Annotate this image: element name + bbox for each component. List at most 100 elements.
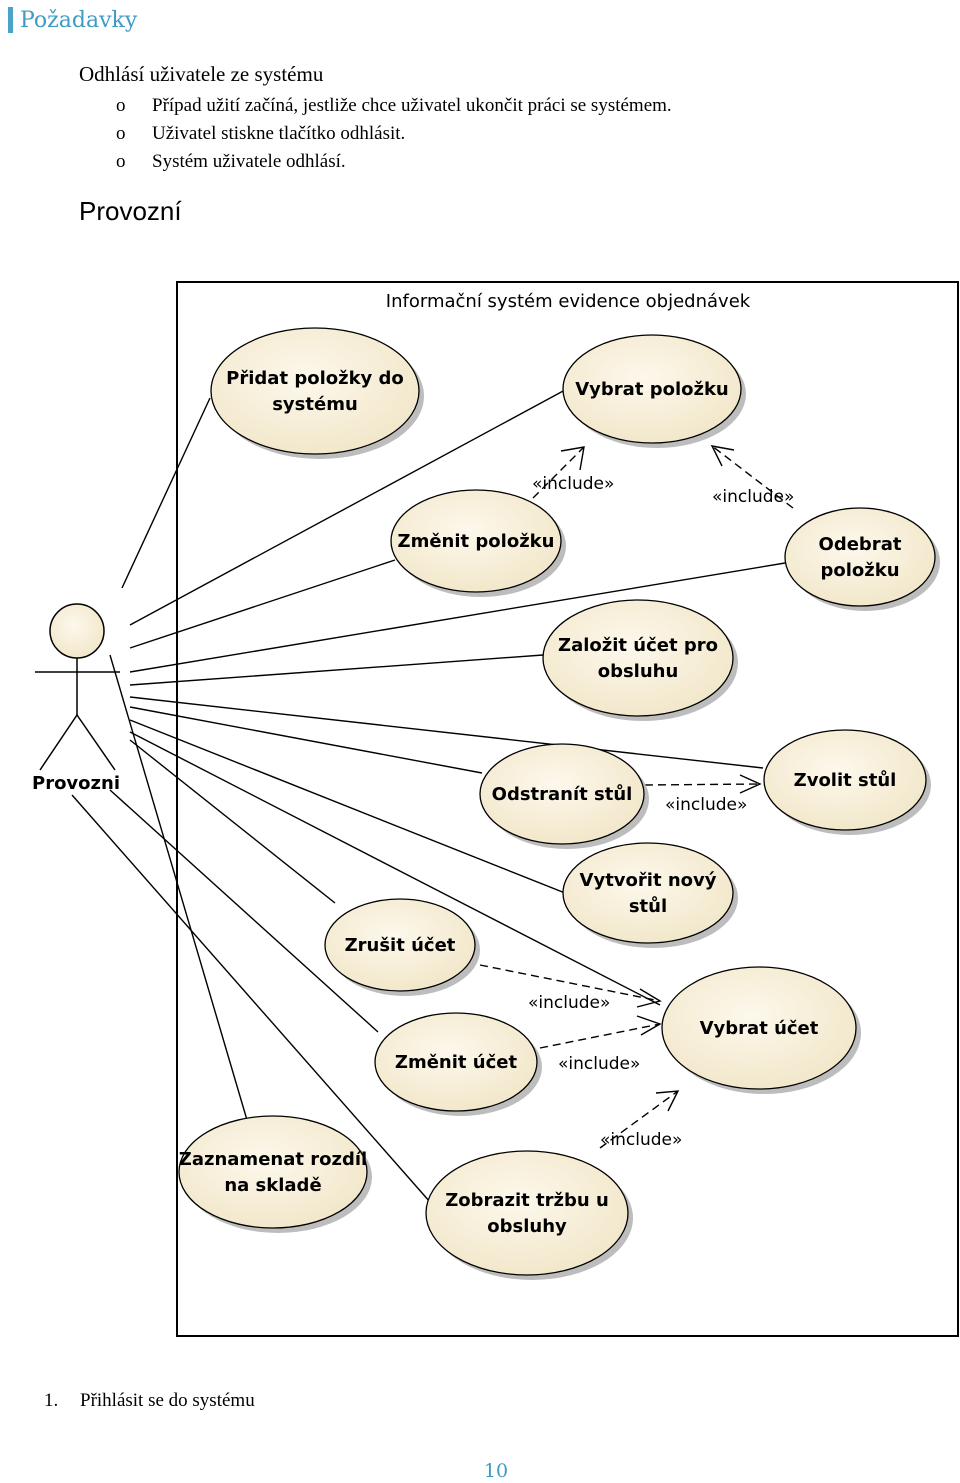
arrowhead bbox=[739, 774, 762, 794]
association-line bbox=[129, 706, 483, 774]
list-item: o Uživatel stiskne tlačítko odhlásit. bbox=[116, 121, 672, 149]
association-line bbox=[129, 739, 336, 904]
actor-name: Provozni bbox=[32, 773, 120, 794]
use-case-ellipse bbox=[425, 1150, 629, 1276]
numbered-item: 1. Přihlásit se do systému bbox=[44, 1390, 255, 1412]
page-number: 10 bbox=[483, 1460, 509, 1482]
use-case-ellipse bbox=[784, 507, 936, 607]
association-line bbox=[129, 389, 566, 626]
association-line bbox=[129, 719, 566, 894]
use-case-ellipse bbox=[479, 743, 645, 845]
section-title: Odhlásí uživatele ze systému bbox=[79, 62, 324, 86]
use-case-label: na skladě bbox=[224, 1175, 321, 1196]
association-line bbox=[109, 789, 379, 1033]
association-line bbox=[71, 794, 431, 1203]
association-line bbox=[109, 654, 248, 1121]
use-case-label: Zvolit stůl bbox=[794, 769, 897, 791]
use-case-vybrat-ucet: Vybrat účet bbox=[661, 966, 861, 1094]
use-case-zmenit-ucet: Změnit účet bbox=[374, 1012, 542, 1116]
bullet-marker: o bbox=[116, 151, 126, 172]
use-case-label: Odebrat bbox=[819, 534, 902, 555]
use-case-ellipse bbox=[661, 966, 857, 1090]
use-case-ellipse bbox=[178, 1115, 368, 1229]
include-label: «include» bbox=[532, 474, 614, 494]
item-text: Přihlásit se do systému bbox=[80, 1390, 255, 1411]
use-case-zvolit-stul: Zvolit stůl bbox=[763, 729, 931, 835]
actor-figure bbox=[35, 603, 120, 771]
use-case-ellipse bbox=[374, 1012, 538, 1112]
use-case-label: systému bbox=[272, 394, 358, 415]
use-case-label: stůl bbox=[629, 895, 667, 917]
arrowhead bbox=[710, 445, 735, 467]
use-case-label: Zrušit účet bbox=[345, 935, 456, 956]
use-case-label: Zobrazit tržbu u bbox=[445, 1190, 609, 1211]
bullet-text: Systém uživatele odhlásí. bbox=[152, 151, 346, 172]
use-case-ellipse bbox=[390, 489, 562, 593]
actor-leg-right bbox=[76, 714, 116, 771]
arrowhead bbox=[636, 988, 662, 1008]
use-case-ellipse bbox=[542, 599, 734, 717]
use-case-vytvorit-stul: Vytvořit nový stůl bbox=[562, 842, 738, 948]
use-case-ellipse bbox=[562, 334, 742, 444]
association-line bbox=[129, 696, 764, 769]
use-case-vybrat-polozku: Vybrat položku bbox=[562, 334, 746, 448]
use-case-label: Odstranít stůl bbox=[492, 783, 633, 805]
system-title: Informační systém evidence objednávek bbox=[386, 291, 751, 312]
use-cases: Přidat položky do systému Vybrat položkuZm… bbox=[178, 327, 940, 1280]
use-case-label: Založit účet pro bbox=[558, 635, 718, 656]
use-case-label: obsluhy bbox=[487, 1216, 567, 1237]
use-case-zmenit-polozku: Změnit položku bbox=[390, 489, 566, 597]
use-case-label: Zaznamenat rozdíl bbox=[179, 1149, 367, 1170]
page-header: Požadavky bbox=[8, 6, 137, 34]
bullet-marker: o bbox=[116, 123, 126, 144]
item-number: 1. bbox=[44, 1390, 59, 1411]
actor-leg-left bbox=[39, 714, 78, 771]
list-item: o Případ užití začíná, jestliže chce uživ… bbox=[116, 93, 672, 121]
use-case-label: obsluhu bbox=[598, 661, 679, 682]
use-case-ellipse bbox=[210, 327, 420, 455]
use-case-ellipse bbox=[562, 842, 734, 944]
include-line bbox=[599, 1090, 679, 1149]
include-label: «include» bbox=[665, 795, 747, 815]
subheading: Provozní bbox=[79, 196, 182, 226]
association-line bbox=[129, 562, 786, 673]
use-case-ellipse bbox=[763, 729, 927, 831]
arrowhead bbox=[655, 1090, 680, 1112]
include-line bbox=[539, 1023, 661, 1049]
arrowhead bbox=[560, 446, 585, 471]
use-case-zrusit-ucet: Zrušit účet bbox=[324, 898, 480, 996]
include-label: «include» bbox=[712, 487, 794, 507]
use-case-odstranit-stul: Odstranít stůl bbox=[479, 743, 649, 849]
bullet-text: Uživatel stiskne tlačítko odhlásit. bbox=[152, 123, 406, 144]
association-line bbox=[129, 654, 544, 686]
use-case-label: Změnit účet bbox=[395, 1052, 518, 1073]
use-case-label: položku bbox=[820, 560, 899, 581]
use-case-label: Vybrat položku bbox=[575, 379, 729, 400]
use-case-ellipse bbox=[324, 898, 476, 992]
include-label: «include» bbox=[558, 1054, 640, 1074]
arrowhead bbox=[636, 1015, 662, 1036]
use-case-label: Změnit položku bbox=[398, 531, 555, 552]
include-label: «include» bbox=[528, 993, 610, 1013]
use-case-label: Přidat položky do bbox=[226, 368, 404, 389]
include-line bbox=[479, 964, 661, 1002]
include-line bbox=[711, 445, 794, 509]
header-title: Požadavky bbox=[20, 7, 138, 33]
bullet-marker: o bbox=[116, 95, 126, 116]
use-case-label: Vytvořit nový bbox=[580, 870, 717, 891]
association-line bbox=[129, 559, 396, 649]
use-case-label: Vybrat účet bbox=[700, 1018, 819, 1039]
use-case-zaznamenat: Zaznamenat rozdíl na skladě bbox=[178, 1115, 372, 1233]
bullet-list: o Případ užití začíná, jestliže chce uživ… bbox=[116, 93, 672, 177]
associations bbox=[71, 389, 786, 1203]
use-case-zalozit-ucet: Založit účet pro obsluhu bbox=[542, 599, 738, 721]
include-line bbox=[644, 783, 761, 786]
actor-head bbox=[49, 603, 105, 659]
include-label: «include» bbox=[600, 1130, 682, 1150]
header-accent-bar bbox=[8, 7, 13, 33]
use-case-odebrat-polozku: Odebrat položku bbox=[784, 507, 940, 611]
bullet-text: Případ užití začíná, jestliže chce uživa… bbox=[152, 95, 672, 116]
use-case-pridat: Přidat položky do systému bbox=[210, 327, 424, 459]
include-dependencies bbox=[479, 445, 794, 1149]
